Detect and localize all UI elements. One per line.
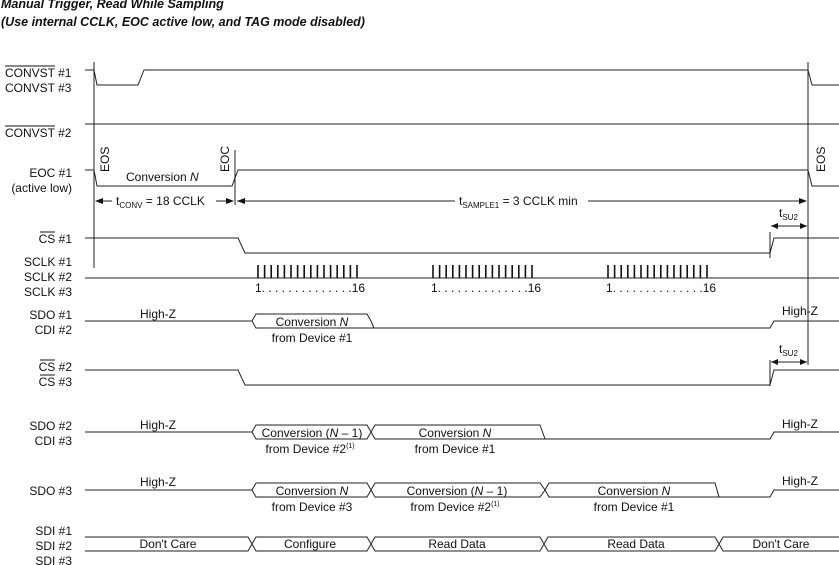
label-convst2: CONVST #2 (5, 126, 72, 140)
signal-labels: CONVST #1 CONVST #3 CONVST #2 EOC #1 (ac… (5, 65, 73, 565)
sclk-burst1-count: 1. . . . . . . . . . . . . .16 (255, 281, 365, 295)
sdo2-cell1-from-label: from Device #2(1) (265, 442, 354, 456)
tconv-arrow-right (226, 198, 234, 204)
label-convst1: CONVST #1 (5, 66, 72, 80)
convst1-waveform (85, 69, 839, 86)
label-sclk3: SCLK #3 (24, 285, 72, 299)
tconv-arrow-left (95, 198, 103, 204)
sdo3-cell3-from-label: from Device #1 (594, 500, 675, 514)
label-cs1: CS #1 (39, 232, 73, 246)
sdi-segment-dont-care-2 (718, 536, 839, 552)
eos-marker-left: EOS (98, 147, 112, 172)
eoc-marker: EOC (218, 146, 232, 172)
sdo2-highz-label-left: High-Z (140, 418, 176, 432)
sdi-label-configure: Configure (284, 537, 336, 551)
sdo3-cell3-conversion-label: Conversion N (598, 484, 671, 498)
diagram-subtitle: (Use internal CCLK, EOC active low, and … (1, 15, 365, 29)
tsu2-arrow-left-bottom (771, 359, 778, 365)
sdo2-cell2-from-label: from Device #1 (415, 442, 496, 456)
label-convst3: CONVST #3 (5, 81, 72, 95)
sdo2-data-cell-2 (370, 424, 546, 440)
tsample-arrow-right (799, 198, 807, 204)
tsu2-arrow-right-top (800, 223, 807, 229)
sdi-label-read-data-2: Read Data (607, 537, 665, 551)
sdo3-cell2-conversion-label: Conversion (N – 1) (407, 484, 508, 498)
sdi-label-dont-care-1: Don't Care (140, 537, 197, 551)
sdo2-highz-right (545, 431, 839, 440)
diagram-title: Manual Trigger, Read While Sampling (1, 0, 224, 11)
sdo1-data-cell (251, 313, 375, 329)
tconv-label: tCONV = 18 CCLK (116, 194, 205, 210)
label-cs2: CS #2 (39, 360, 73, 374)
sdo1-from-label: from Device #1 (272, 331, 353, 345)
label-cs3: CS #3 (39, 375, 73, 389)
sdo1-conversion-label: Conversion N (276, 315, 349, 329)
label-eoc1-active-low: (active low) (11, 181, 72, 195)
eos-marker-right: EOS (814, 147, 828, 172)
label-sclk1: SCLK #1 (24, 255, 72, 269)
label-eoc1: EOC #1 (29, 166, 72, 180)
tsample-arrow-left (237, 198, 245, 204)
cs2-waveform (85, 369, 839, 386)
label-sdo3: SDO #3 (29, 484, 72, 498)
sdi-label-read-data-1: Read Data (428, 537, 486, 551)
label-sdo1: SDO #1 (29, 308, 72, 322)
label-sdi1: SDI #1 (35, 524, 72, 538)
sdo1-highz-label-left: High-Z (140, 307, 176, 321)
sdo3-data-cell-3 (544, 482, 720, 498)
eoc1-waveform (85, 169, 839, 187)
tsample-label: tSAMPLE1 = 3 CCLK min (459, 194, 578, 210)
tsu2-arrow-right-bottom (800, 359, 807, 365)
sdo2-highz-label-right: High-Z (782, 417, 818, 431)
label-sclk2: SCLK #2 (24, 270, 72, 284)
sdo2-cell2-conversion-label: Conversion N (419, 426, 492, 440)
cs1-waveform (85, 237, 839, 254)
label-cdi3: CDI #3 (35, 434, 73, 448)
label-sdo2: SDO #2 (29, 419, 72, 433)
label-sdi2: SDI #2 (35, 539, 72, 553)
sdi-label-dont-care-2: Don't Care (753, 537, 810, 551)
label-sdi3: SDI #3 (35, 554, 72, 565)
sdo3-highz-label-left: High-Z (140, 475, 176, 489)
sdo3-highz-label-right: High-Z (782, 474, 818, 488)
eoc-conversion-label: Conversion N (126, 170, 199, 184)
sdo3-cell1-from-label: from Device #3 (272, 500, 353, 514)
tsu2-label-top: tSU2 (779, 206, 798, 222)
sclk-pulse-bursts (257, 265, 708, 278)
sdo3-cell1-conversion-label: Conversion N (276, 484, 349, 498)
tsu2-label-bottom: tSU2 (779, 342, 798, 358)
sdo3-highz-right (719, 489, 839, 498)
label-cdi2: CDI #2 (35, 323, 73, 337)
sdo1-highz-right (374, 320, 839, 329)
sclk-burst2-count: 1. . . . . . . . . . . . . .16 (431, 281, 541, 295)
sdo3-cell2-from-label: from Device #2(1) (410, 500, 499, 514)
sclk-burst3-count: 1. . . . . . . . . . . . . .16 (606, 281, 716, 295)
tsu2-arrow-left-top (771, 223, 778, 229)
sdo1-highz-label-right: High-Z (782, 304, 818, 318)
sdo2-cell1-conversion-label: Conversion (N – 1) (262, 426, 363, 440)
